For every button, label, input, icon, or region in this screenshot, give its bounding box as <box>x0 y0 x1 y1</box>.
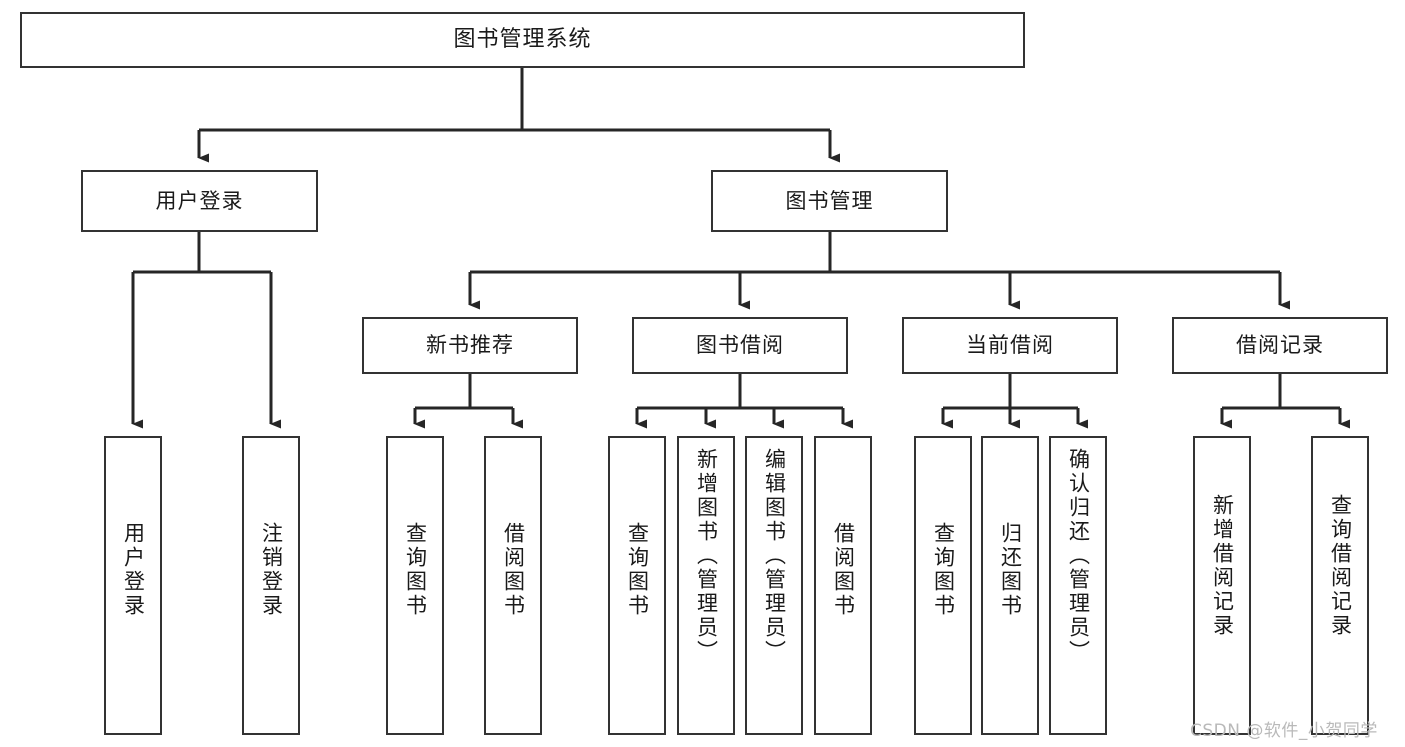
node-user-login[interactable]: 用户登录 <box>81 170 318 232</box>
node-current-borrow[interactable]: 当前借阅 <box>902 317 1118 374</box>
leaf-confirm-return-admin[interactable]: 确认归还（管理员） <box>1049 436 1107 735</box>
node-label: 用户登录 <box>121 522 146 618</box>
node-book-management[interactable]: 图书管理 <box>711 170 948 232</box>
node-label: 查询借阅记录 <box>1328 494 1353 638</box>
node-label: 新增图书（管理员） <box>694 448 719 664</box>
node-label: 当前借阅 <box>966 333 1054 358</box>
node-root-library-system[interactable]: 图书管理系统 <box>20 12 1025 68</box>
node-label: 编辑图书（管理员） <box>762 448 787 664</box>
node-label: 借阅图书 <box>501 522 526 618</box>
node-label: 借阅图书 <box>831 522 856 618</box>
node-label: 图书管理系统 <box>453 27 592 53</box>
node-book-borrow[interactable]: 图书借阅 <box>632 317 848 374</box>
node-label: 图书管理 <box>785 188 874 213</box>
node-borrow-record[interactable]: 借阅记录 <box>1172 317 1388 374</box>
leaf-query-book-recommend[interactable]: 查询图书 <box>386 436 444 735</box>
node-label: 新增借阅记录 <box>1210 494 1235 638</box>
node-label: 图书借阅 <box>696 333 784 358</box>
node-new-book-recommend[interactable]: 新书推荐 <box>362 317 578 374</box>
node-label: 注销登录 <box>259 522 284 618</box>
node-label: 新书推荐 <box>426 333 514 358</box>
leaf-return-book[interactable]: 归还图书 <box>981 436 1039 735</box>
csdn-watermark: CSDN @软件_小贺同学 <box>1190 721 1378 741</box>
leaf-add-borrow-record[interactable]: 新增借阅记录 <box>1193 436 1251 735</box>
node-label: 借阅记录 <box>1236 333 1324 358</box>
leaf-logout[interactable]: 注销登录 <box>242 436 300 735</box>
node-label: 确认归还（管理员） <box>1066 448 1091 664</box>
leaf-add-book-admin[interactable]: 新增图书（管理员） <box>677 436 735 735</box>
leaf-query-book-borrow[interactable]: 查询图书 <box>608 436 666 735</box>
leaf-query-borrow-record[interactable]: 查询借阅记录 <box>1311 436 1369 735</box>
leaf-borrow-book[interactable]: 借阅图书 <box>814 436 872 735</box>
node-label: 查询图书 <box>931 522 956 618</box>
leaf-borrow-book-recommend[interactable]: 借阅图书 <box>484 436 542 735</box>
leaf-edit-book-admin[interactable]: 编辑图书（管理员） <box>745 436 803 735</box>
node-label: 归还图书 <box>998 522 1023 618</box>
node-label: 查询图书 <box>625 522 650 618</box>
leaf-query-book-current[interactable]: 查询图书 <box>914 436 972 735</box>
node-label: 查询图书 <box>403 522 428 618</box>
node-label: 用户登录 <box>155 188 244 213</box>
leaf-user-login[interactable]: 用户登录 <box>104 436 162 735</box>
